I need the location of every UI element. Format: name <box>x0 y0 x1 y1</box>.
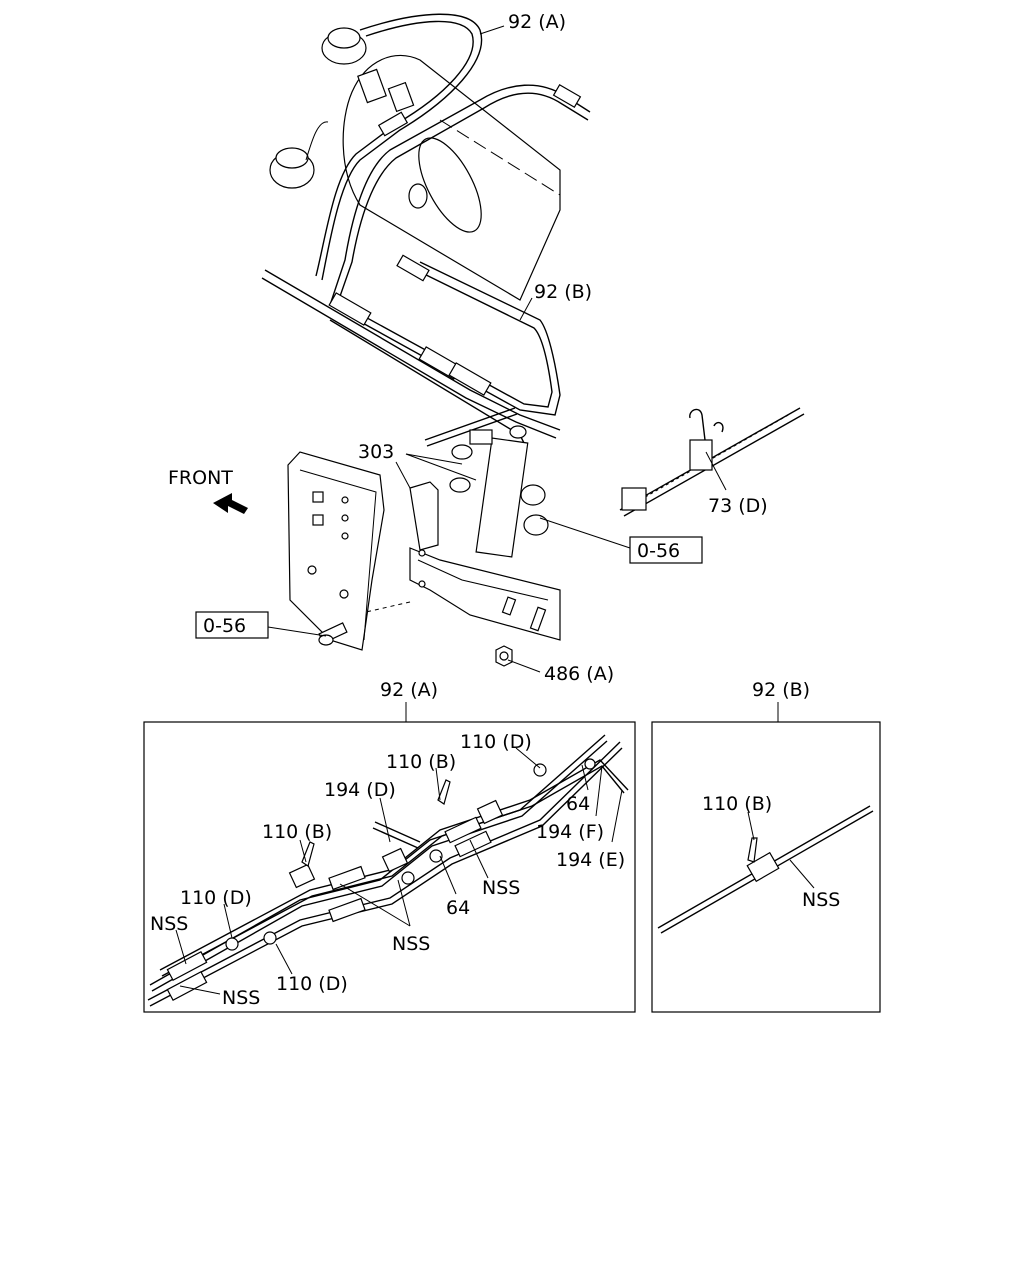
a-label-194f: 194 (F) <box>536 821 604 843</box>
inset-a-leaders <box>175 747 623 995</box>
box-0-56-left <box>195 611 269 639</box>
a-label-110d-bottom: 110 (D) <box>276 973 348 995</box>
a-label-nss-mid: NSS <box>482 877 520 899</box>
a-label-nss-center: NSS <box>392 933 430 955</box>
a-label-110b-left: 110 (B) <box>262 821 332 843</box>
a-label-64-right: 64 <box>566 793 590 815</box>
b-label-nss: NSS <box>802 889 840 911</box>
nut-486a <box>495 645 513 667</box>
a-label-64-mid: 64 <box>446 897 470 919</box>
a-label-110b-top: 110 (B) <box>386 751 456 773</box>
a-label-nss-left: NSS <box>150 913 188 935</box>
air-tank-assembly <box>269 27 561 301</box>
bolt-0-56 <box>318 622 348 646</box>
label-73d: 73 (D) <box>708 495 768 517</box>
main-leaders <box>267 25 727 673</box>
label-303: 303 <box>358 441 394 463</box>
box-0-56-right <box>629 536 703 564</box>
label-front: FRONT <box>168 467 233 489</box>
a-label-nss-bottom: NSS <box>222 987 260 1009</box>
inset-a-title: 92 (A) <box>380 679 438 701</box>
bracket-303 <box>409 481 561 641</box>
label-92b: 92 (B) <box>534 281 592 303</box>
b-label-110b: 110 (B) <box>702 793 772 815</box>
a-label-194e: 194 (E) <box>556 849 625 871</box>
inset-b-title: 92 (B) <box>752 679 810 701</box>
label-0-56-right: 0-56 <box>637 540 680 562</box>
a-label-110d-left: 110 (D) <box>180 887 252 909</box>
label-486a: 486 (A) <box>544 663 614 685</box>
a-label-110d-top: 110 (D) <box>460 731 532 753</box>
frame-plate <box>287 451 385 651</box>
label-0-56-left: 0-56 <box>203 615 246 637</box>
inset-a-pipes <box>147 734 629 1007</box>
pipe-92a <box>315 13 483 281</box>
a-label-194d: 194 (D) <box>324 779 396 801</box>
label-92a: 92 (A) <box>508 11 566 33</box>
valve-block <box>449 425 549 558</box>
inset-b-leaders <box>747 811 815 889</box>
front-arrow <box>213 493 248 514</box>
inset-b-pipe <box>657 805 874 934</box>
